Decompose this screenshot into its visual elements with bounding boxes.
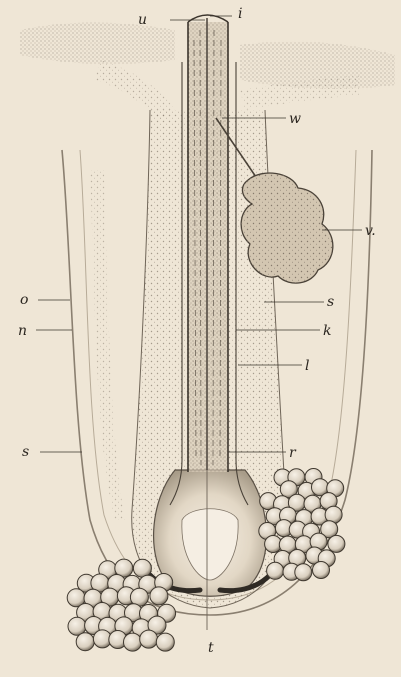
- fat-cell: [328, 535, 345, 552]
- label-i: i: [238, 6, 242, 22]
- label-r: r: [289, 445, 297, 461]
- label-k: k: [323, 323, 331, 339]
- label-o: o: [20, 292, 28, 308]
- label-s-left: s: [22, 444, 29, 460]
- fat-cell: [313, 562, 330, 579]
- label-s-right: s: [327, 294, 334, 310]
- label-t: t: [208, 640, 214, 656]
- label-l: l: [305, 358, 309, 374]
- fat-cell: [76, 633, 94, 651]
- fat-cell: [150, 587, 168, 605]
- label-u: u: [138, 12, 147, 28]
- fat-cell: [140, 630, 158, 648]
- fat-cell: [295, 564, 312, 581]
- label-w: w: [289, 111, 301, 127]
- fat-cell: [133, 559, 151, 577]
- label-v: v.: [365, 223, 376, 239]
- label-n: n: [18, 323, 27, 339]
- fat-cell: [267, 562, 284, 579]
- fat-cell: [124, 633, 142, 651]
- fat-cell: [156, 633, 174, 651]
